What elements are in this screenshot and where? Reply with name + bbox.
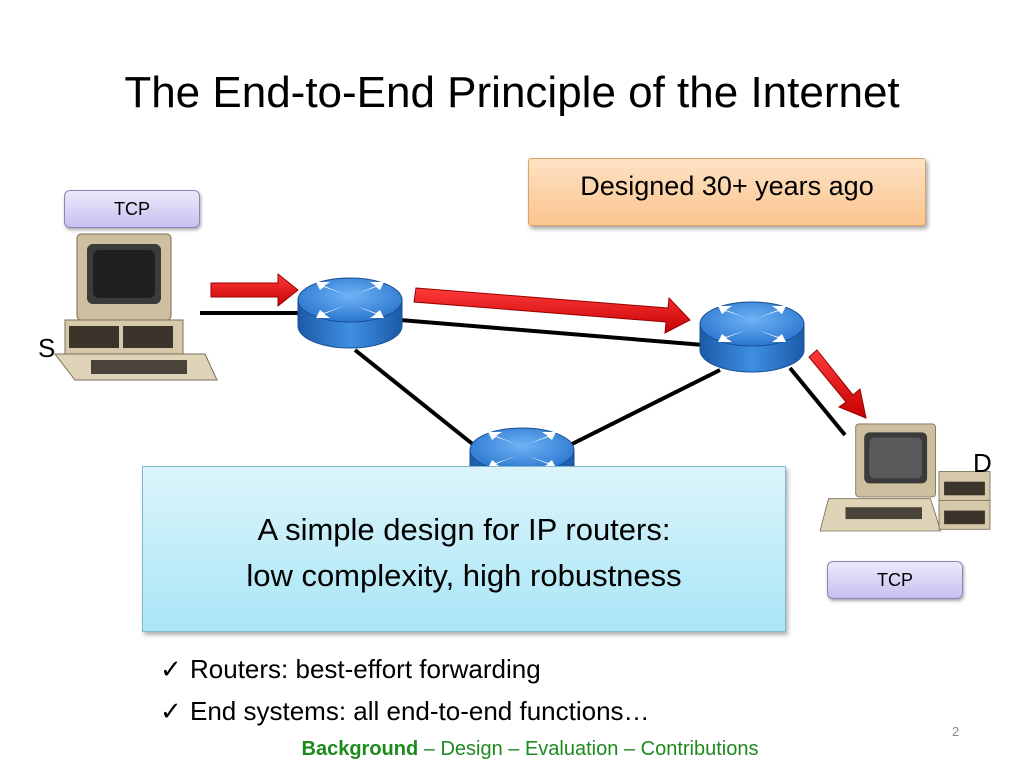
link-router1-router2 bbox=[399, 318, 705, 347]
tcp-label-source: TCP bbox=[64, 190, 200, 228]
tcp-text-destination: TCP bbox=[877, 569, 913, 590]
bullet-item: ✓ Routers: best-effort forwarding bbox=[160, 648, 650, 690]
footer-design[interactable]: Design bbox=[440, 738, 503, 760]
footer-separator: – bbox=[502, 738, 525, 760]
bullet-text-2: End systems: all end-to-end functions… bbox=[190, 696, 650, 726]
bullet-item: ✓ End systems: all end-to-end functions… bbox=[160, 690, 650, 732]
red-arrow-3 bbox=[808, 349, 867, 419]
router-icon-1 bbox=[297, 277, 403, 349]
footer-evaluation[interactable]: Evaluation bbox=[524, 738, 619, 760]
tcp-text-source: TCP bbox=[114, 198, 150, 219]
source-label: S bbox=[38, 333, 56, 363]
bullet-text-1: Routers: best-effort forwarding bbox=[190, 654, 541, 684]
bullet-list: ✓ Routers: best-effort forwarding ✓ End sy… bbox=[160, 648, 650, 732]
red-arrow-2 bbox=[413, 287, 691, 334]
footer-current-section[interactable]: Background bbox=[301, 738, 419, 760]
destination-label: D bbox=[973, 448, 992, 478]
box-line-1: A simple design for IP routers: bbox=[257, 512, 671, 547]
link-router2-destination bbox=[788, 366, 847, 437]
callout-text: Designed 30+ years ago bbox=[580, 171, 874, 201]
computer-icon-destination bbox=[819, 423, 991, 532]
footer-navigation: Background – Design – Evaluation – Contr… bbox=[0, 738, 1024, 761]
box-line-2: low complexity, high robustness bbox=[246, 558, 682, 593]
slide-title: The End-to-End Principle of the Internet bbox=[124, 68, 900, 117]
page-number: 2 bbox=[952, 724, 960, 739]
check-icon: ✓ bbox=[160, 696, 182, 726]
tcp-label-destination: TCP bbox=[827, 561, 963, 599]
router-design-box: A simple design for IP routers: low comp… bbox=[142, 466, 786, 632]
footer-separator: – bbox=[618, 738, 641, 760]
computer-icon-source bbox=[54, 233, 218, 381]
link-router1-router3 bbox=[353, 348, 482, 452]
link-router3-router2 bbox=[569, 368, 721, 447]
red-arrow-1 bbox=[210, 272, 299, 308]
footer-contributions[interactable]: Contributions bbox=[640, 738, 759, 760]
router-icon-2 bbox=[699, 301, 805, 373]
designed-callout: Designed 30+ years ago bbox=[528, 158, 926, 226]
check-icon: ✓ bbox=[160, 654, 182, 684]
footer-separator: – bbox=[418, 738, 441, 760]
